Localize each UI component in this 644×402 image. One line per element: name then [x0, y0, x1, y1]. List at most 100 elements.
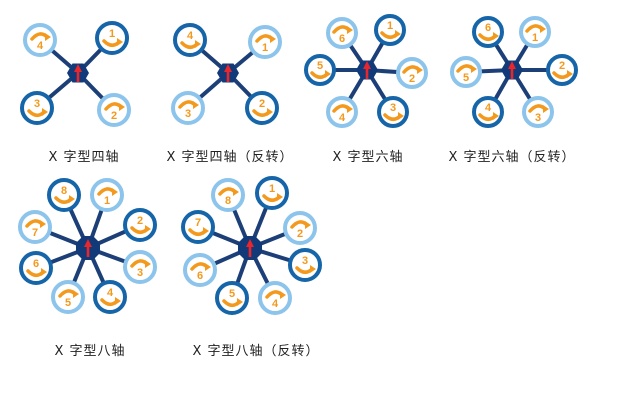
label-x-hex-reversed: X 字型六轴（反转）: [448, 150, 576, 165]
label-x-hex: X 字型六轴: [332, 150, 404, 165]
arrowhead-icon: [69, 195, 75, 203]
arrowhead-icon: [347, 105, 353, 113]
arrowhead-icon: [117, 38, 123, 46]
motor-number: 4: [272, 298, 279, 310]
arrowhead-icon: [417, 66, 423, 74]
motor-number: 4: [339, 112, 346, 124]
arrowhead-icon: [493, 32, 499, 40]
motor-number: 7: [195, 217, 201, 229]
motor-number: 6: [33, 258, 39, 270]
motor-5: 5: [51, 280, 85, 314]
motor-3: 3: [171, 91, 205, 125]
motor-1: 1: [374, 14, 406, 46]
arrowhead-icon: [41, 268, 47, 276]
frame-diagram-1: 4 1 3 2: [171, 23, 282, 125]
motor-4: 4: [472, 96, 504, 128]
arrowhead-icon: [267, 108, 273, 116]
motor-3: 3: [20, 91, 54, 125]
motor-number: 2: [409, 73, 415, 85]
heading-arrow-icon: [508, 61, 516, 79]
label-x-quad-reversed: X 字型四轴（反转）: [166, 150, 294, 165]
arrowhead-icon: [471, 65, 477, 73]
label-x-quad: X 字型四轴: [48, 150, 120, 165]
motor-5: 5: [450, 56, 482, 88]
motor-number: 6: [485, 22, 491, 34]
motor-number: 4: [187, 30, 194, 42]
label-x-octo: X 字型八轴: [54, 344, 126, 359]
arrowhead-icon: [145, 225, 151, 233]
motor-number: 3: [34, 98, 40, 110]
motor-number: 6: [197, 270, 203, 282]
motor-1: 1: [248, 25, 282, 59]
motor-1: 1: [519, 16, 551, 48]
motor-8: 8: [47, 178, 81, 212]
arrowhead-icon: [493, 112, 499, 120]
motor-number: 8: [61, 185, 67, 197]
frame-diagram-3: 6 12 3 4 5: [450, 16, 578, 128]
arrowhead-icon: [119, 103, 125, 111]
motor-4: 4: [173, 23, 207, 57]
arrowhead-icon: [73, 290, 79, 298]
motor-6: 6: [19, 251, 53, 285]
arrowhead-icon: [540, 25, 546, 33]
motor-number: 3: [185, 108, 191, 120]
arrowhead-icon: [112, 188, 118, 196]
motor-6: 6: [183, 253, 217, 287]
arrowhead-icon: [237, 298, 243, 306]
motor-number: 8: [225, 195, 231, 207]
motor-number: 1: [269, 183, 275, 195]
motor-8: 8: [211, 178, 245, 212]
motor-5: 5: [304, 54, 336, 86]
arrowhead-icon: [193, 101, 199, 109]
motor-number: 3: [535, 112, 541, 124]
arrowhead-icon: [40, 220, 46, 228]
heading-arrow-icon: [74, 64, 82, 82]
motor-2: 2: [97, 93, 131, 127]
motor-number: 7: [32, 227, 38, 239]
motor-number: 1: [532, 32, 538, 44]
motor-1: 1: [255, 176, 289, 210]
motor-1: 1: [90, 178, 124, 212]
arrowhead-icon: [305, 221, 311, 229]
motor-number: 1: [262, 42, 268, 54]
motor-number: 5: [65, 297, 71, 309]
motor-3: 3: [377, 96, 409, 128]
motor-number: 2: [137, 215, 143, 227]
motor-6: 6: [326, 17, 358, 49]
motor-5: 5: [215, 281, 249, 315]
motor-number: 1: [104, 195, 110, 207]
motor-2: 2: [283, 211, 317, 245]
motor-number: 2: [259, 98, 265, 110]
arrowhead-icon: [567, 70, 573, 78]
motor-number: 5: [229, 288, 235, 300]
motor-number: 4: [107, 287, 114, 299]
frame-diagram-0: 4 1 3 2: [20, 21, 131, 127]
motor-number: 5: [317, 60, 323, 72]
motor-3: 3: [123, 250, 157, 284]
heading-arrow-icon: [246, 239, 254, 257]
arrowhead-icon: [280, 291, 286, 299]
arrowhead-icon: [543, 105, 549, 113]
motor-2: 2: [546, 54, 578, 86]
arrowhead-icon: [310, 265, 316, 273]
motor-number: 4: [485, 102, 492, 114]
arrowhead-icon: [45, 33, 51, 41]
motor-4: 4: [326, 96, 358, 128]
motor-4: 4: [258, 281, 292, 315]
motor-4: 4: [23, 23, 57, 57]
arrowhead-icon: [277, 193, 283, 201]
arrowhead-icon: [347, 26, 353, 34]
arrowhead-icon: [203, 227, 209, 235]
motor-3: 3: [522, 96, 554, 128]
motor-number: 6: [339, 33, 345, 45]
motor-1: 1: [95, 21, 129, 55]
motor-7: 7: [18, 210, 52, 244]
arrowhead-icon: [145, 260, 151, 268]
motor-number: 2: [297, 228, 303, 240]
motor-number: 3: [137, 267, 143, 279]
motor-number: 1: [387, 20, 393, 32]
frame-diagram-4: 8 1 2 3 4 5 6 7: [18, 178, 157, 314]
